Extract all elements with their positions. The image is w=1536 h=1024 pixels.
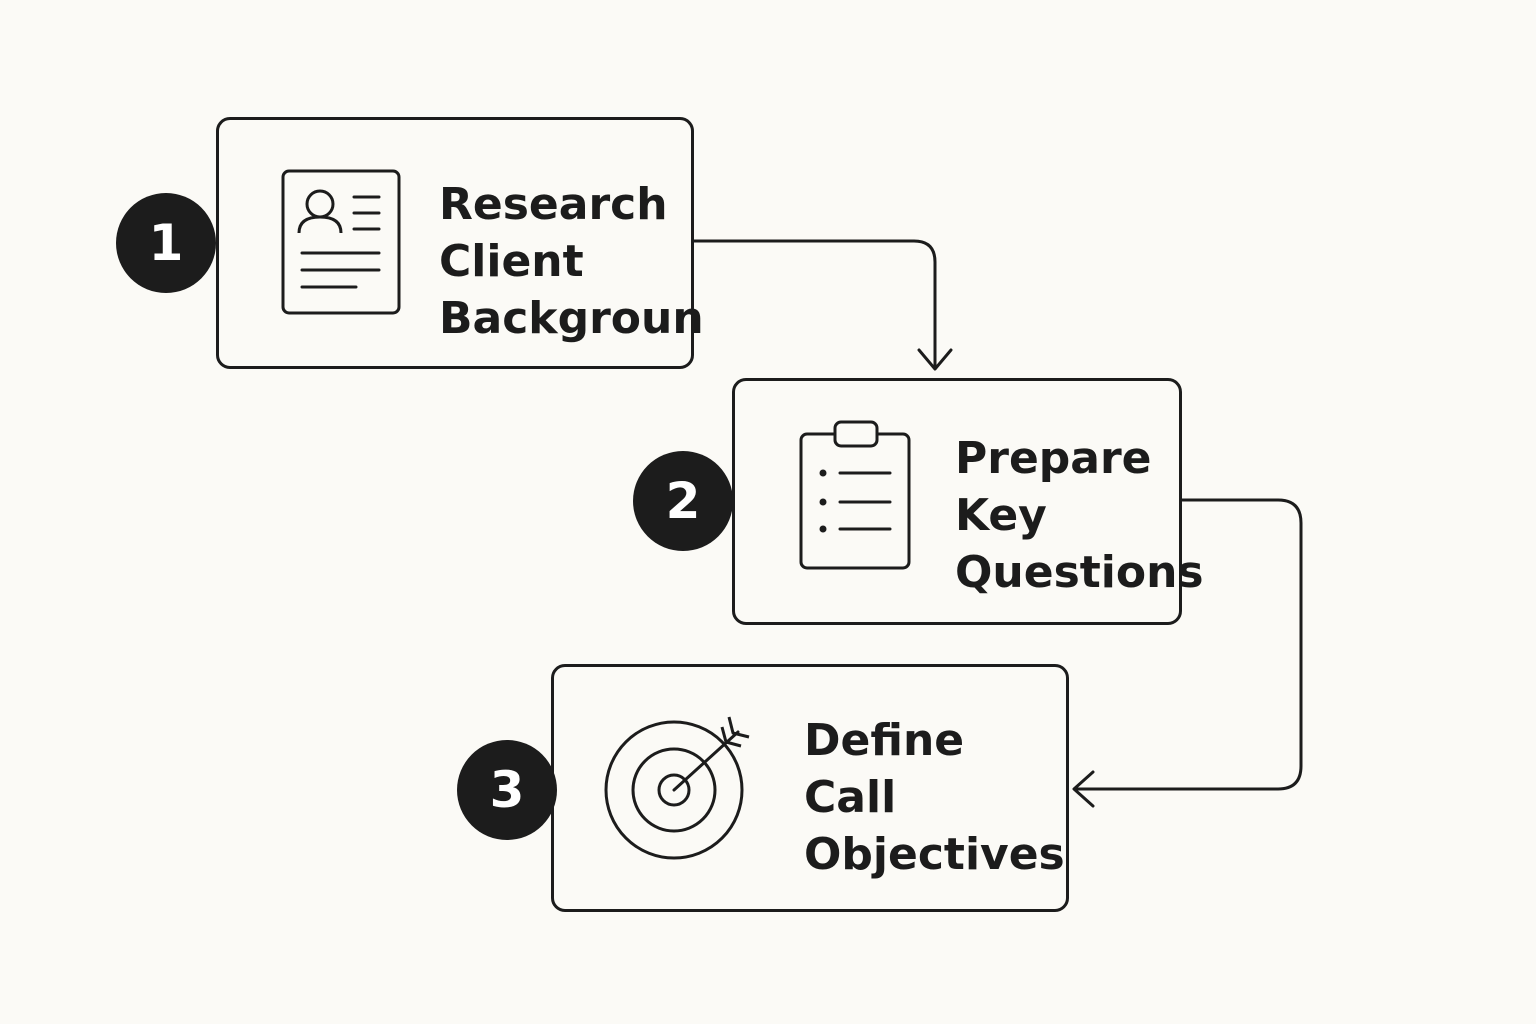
step-3-box [551, 664, 1069, 912]
connector-step1-to-step2 [694, 239, 937, 369]
step-2-box [732, 378, 1182, 625]
step-3-label: Define Call Objectives [804, 712, 1065, 883]
step-1-label-line-3: Backgroun [439, 293, 704, 344]
step-2-number-badge: 2 [633, 451, 733, 551]
step-1-box [216, 117, 694, 369]
profile-document-icon [278, 166, 404, 323]
arrowhead-step2 [917, 348, 953, 371]
step-3-label-line-2: Call [804, 772, 897, 823]
step-1-number-badge: 1 [116, 193, 216, 293]
step-3-label-line-3: Objectives [804, 829, 1065, 880]
step-1-label: Research Client Backgroun [439, 176, 704, 347]
step-2-label: Prepare Key Questions [955, 430, 1204, 601]
step-2-label-line-3: Questions [955, 547, 1204, 598]
clipboard-checklist-icon [794, 416, 920, 581]
step-3-number-badge: 3 [457, 740, 557, 840]
step-1-label-line-2: Client [439, 236, 584, 287]
arrowhead-step3 [1072, 770, 1095, 808]
step-3-label-line-1: Define [804, 715, 965, 766]
step-2-label-line-1: Prepare [955, 433, 1152, 484]
step-1-label-line-1: Research [439, 179, 668, 230]
target-arrow-icon [598, 710, 758, 871]
connector-step2-to-step3 [1074, 498, 1303, 791]
step-2-label-line-2: Key [955, 490, 1047, 541]
